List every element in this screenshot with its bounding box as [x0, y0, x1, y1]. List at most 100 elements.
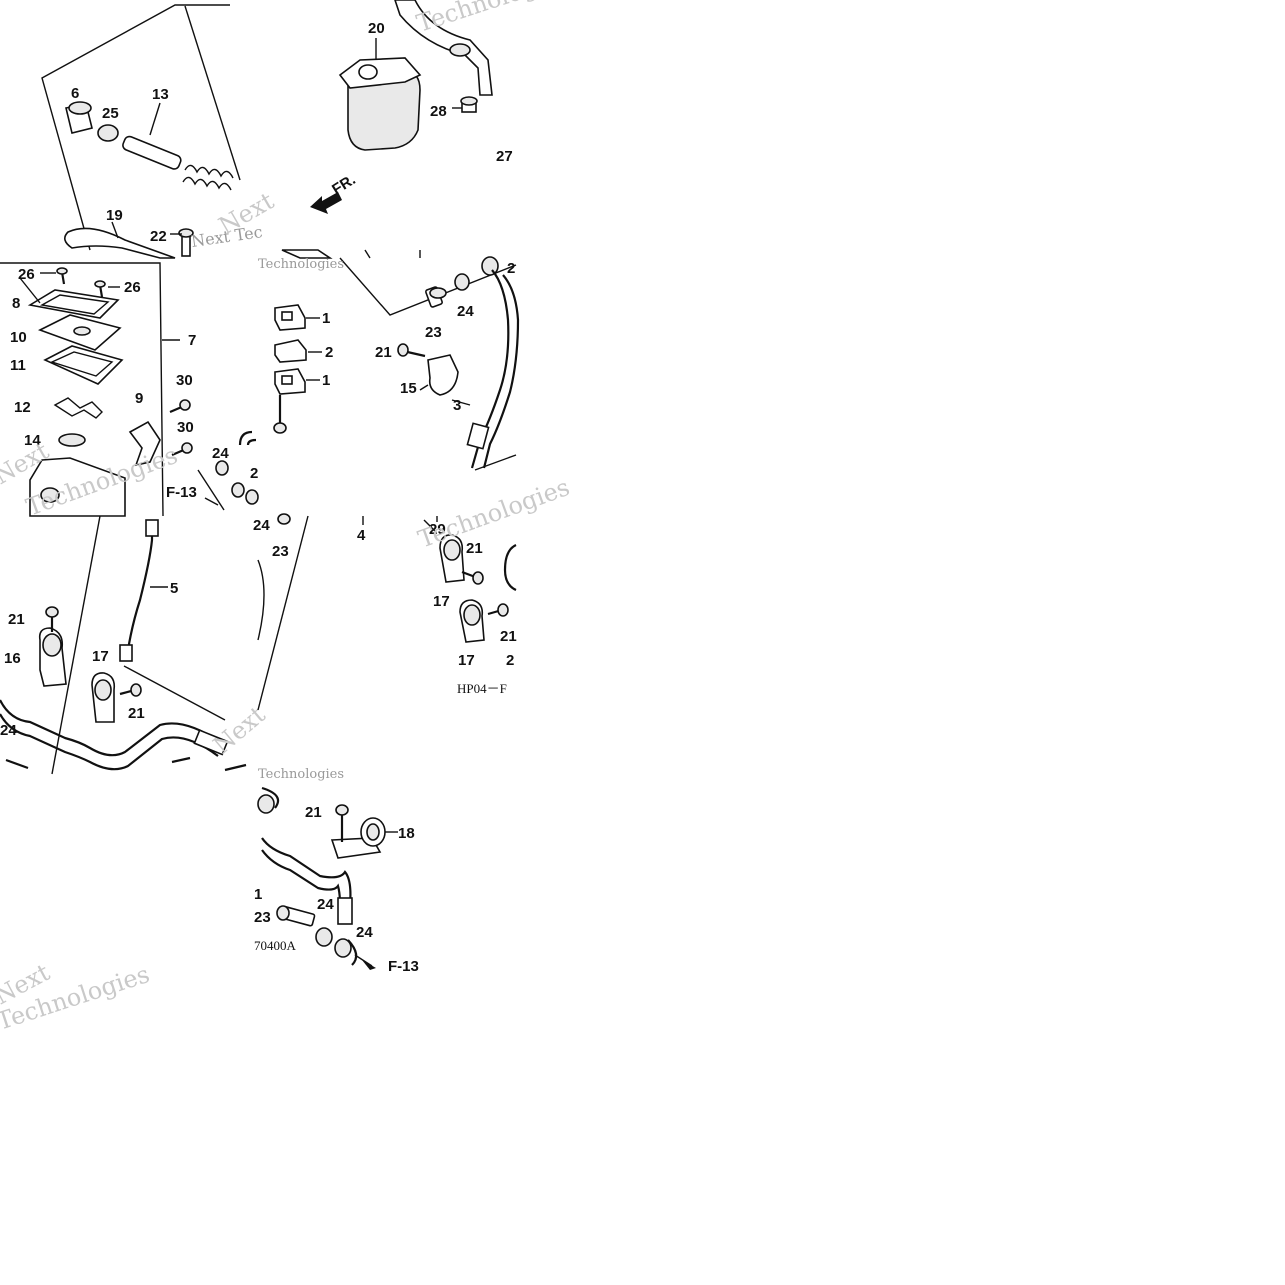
- part-21-bolt: [397, 343, 426, 358]
- label-part-26-right: 26: [124, 279, 141, 296]
- label-part-24-a: 24: [212, 445, 229, 462]
- part-24-washer: [454, 273, 470, 291]
- label-part-28: 28: [430, 103, 447, 120]
- watermark: Technologies: [258, 767, 344, 782]
- part-9-holder: [128, 420, 161, 467]
- watermark: Technologies: [258, 257, 344, 272]
- front-direction-label: FR.: [329, 171, 359, 198]
- label-part-24-f: 24: [356, 924, 373, 941]
- label-part-13: 13: [152, 86, 169, 103]
- tile-switch-hose: 1 2 1 21 23 24 2 15 3 Technologies: [258, 256, 520, 471]
- part-24-washer-a: [315, 927, 333, 947]
- part-13-piston-spring: [122, 135, 234, 191]
- tile-caliper: 23 4 29 21 17 21 17 2 HP04－F Technologie…: [257, 473, 573, 711]
- label-part-4: 4: [357, 527, 366, 544]
- part-15-clamp: [427, 354, 459, 396]
- watermark: Technologies: [413, 0, 573, 38]
- label-part-6: 6: [71, 85, 79, 102]
- part-28-grommet: [460, 96, 478, 113]
- label-part-23-b: 23: [272, 543, 289, 560]
- label-part-7: 7: [188, 332, 196, 349]
- label-part-23-a: 23: [425, 324, 442, 341]
- label-part-2-a: 2: [250, 465, 258, 482]
- part-24-washer-b: [334, 938, 352, 958]
- part-22-pivot-bolt: [178, 228, 194, 257]
- part-21-bolt-clamp: [335, 804, 349, 842]
- part-3-hose: [470, 269, 510, 469]
- watermark: Next: [208, 700, 271, 759]
- part-21-bolt-lower: [487, 603, 509, 617]
- label-part-25: 25: [102, 105, 119, 122]
- label-part-10: 10: [10, 329, 27, 346]
- part-14-seal: [58, 433, 86, 447]
- part-1-switch-upper: [274, 304, 306, 331]
- label-part-19: 19: [106, 207, 123, 224]
- part-2-switch-cover: [274, 339, 307, 363]
- diagram-code-number: 70400A: [254, 938, 297, 953]
- label-part-30-upper: 30: [176, 372, 193, 389]
- part-12-clip: [53, 397, 103, 419]
- label-part-3: 3: [453, 397, 461, 414]
- label-part-17-a: 17: [433, 593, 450, 610]
- label-part-17-c: 17: [92, 648, 109, 665]
- tile-watermark: Next Technologies: [0, 958, 153, 1036]
- label-part-2-switch: 2: [325, 344, 333, 361]
- diagram-code-hp: HP04－F: [457, 681, 507, 696]
- label-part-11: 11: [10, 357, 26, 374]
- part-19-lever: [64, 227, 176, 259]
- label-part-21-b: 21: [466, 540, 483, 557]
- part-23-bolt-upper: [425, 286, 447, 308]
- pivot-bolt: [273, 395, 287, 434]
- label-part-9: 9: [135, 390, 143, 407]
- label-part-21-a: 21: [375, 344, 392, 361]
- label-part-21-d: 21: [8, 611, 25, 628]
- label-part-1-c: 1: [254, 886, 262, 903]
- part-26-screw-right: [94, 280, 106, 298]
- label-part-2-d: 2: [506, 652, 514, 669]
- label-part-18: 18: [398, 825, 415, 842]
- part-25-washer: [97, 124, 119, 142]
- label-part-8: 8: [12, 295, 20, 312]
- label-part-22: 22: [150, 228, 167, 245]
- front-arrow-icon: [310, 192, 342, 214]
- label-part-20: 20: [368, 20, 385, 37]
- label-part-21-f: 21: [305, 804, 322, 821]
- tile-master-cylinder: 13 6 25 19 22 Next Tec Next: [41, 4, 279, 259]
- tile-reservoir: 20 28 27 FR. Technologies: [281, 0, 573, 259]
- ref-f13-lower: F-13: [388, 958, 419, 975]
- ref-f13-upper: F-13: [166, 484, 197, 501]
- label-part-1-upper: 1: [322, 310, 330, 327]
- part-30-bolt-lower: [171, 442, 193, 457]
- watermark: Technologies: [414, 473, 573, 554]
- label-part-21-c: 21: [500, 628, 517, 645]
- label-part-26-left: 26: [18, 266, 35, 283]
- label-part-12: 12: [14, 399, 31, 416]
- part-30-bolt-upper: [169, 399, 191, 414]
- part-11-diaphragm: [43, 345, 124, 385]
- part-1-switch-lower: [274, 368, 306, 395]
- part-26-screw-left: [56, 267, 68, 285]
- label-part-24-d: 24: [0, 722, 17, 739]
- label-part-24-c: 24: [253, 517, 270, 534]
- part-21-bolt-right: [119, 683, 142, 697]
- tile-lower-hose: 21 18 1 23 24 24 F-13 70400A Technologie…: [254, 767, 419, 975]
- part-5-brake-pipe: [126, 525, 154, 651]
- brake-arm: [394, 0, 493, 96]
- label-part-21-e: 21: [128, 705, 145, 722]
- part-23-bolt-lower: [276, 905, 316, 927]
- label-part-24-b: 24: [457, 303, 474, 320]
- part-20-reservoir: [338, 57, 422, 151]
- tile-brake-pipe: 5 21 16 17 21 24 24 Next: [0, 515, 271, 775]
- part-6-boot: [65, 101, 93, 134]
- label-part-15: 15: [400, 380, 417, 397]
- part-21-bolt-left: [45, 606, 59, 632]
- brake-hose: [0, 699, 221, 757]
- label-part-24-e: 24: [317, 896, 334, 913]
- part-18-clamp: [330, 817, 386, 859]
- label-part-5: 5: [170, 580, 178, 597]
- brake-hose-lower: [261, 837, 352, 906]
- label-part-17-b: 17: [458, 652, 475, 669]
- part-21-bolt-upper: [461, 570, 484, 585]
- label-part-1-lower: 1: [322, 372, 330, 389]
